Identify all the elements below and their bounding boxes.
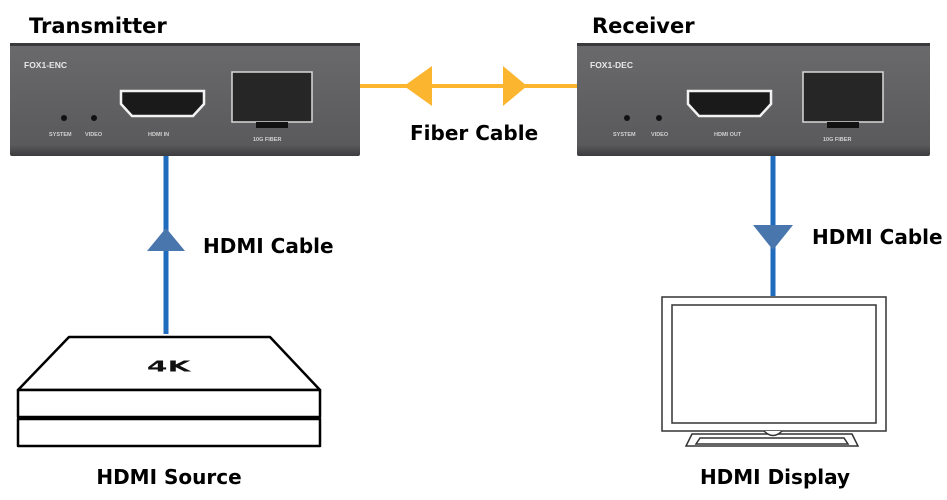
arrow-up-icon xyxy=(147,228,185,251)
receiver-model: FOX1-DEC xyxy=(590,60,633,70)
video-led-label: VIDEO xyxy=(85,132,103,138)
arrow-down-icon xyxy=(753,225,793,250)
hdmi-port-label: HDMI IN xyxy=(148,132,169,138)
system-led-label: SYSTEM xyxy=(49,132,72,138)
fiber-port-label: 10G FIBER xyxy=(823,137,851,143)
fiber-cable xyxy=(360,66,577,106)
hdmi-cable-right xyxy=(753,156,793,296)
system-led-label: SYSTEM xyxy=(613,132,636,138)
video-led-label: VIDEO xyxy=(651,132,669,138)
system-led-icon xyxy=(61,115,67,121)
hdmi-cable-left-label: HDMI Cable xyxy=(203,234,334,258)
hdmi-cable-left xyxy=(147,156,185,334)
fiber-port-label: 10G FIBER xyxy=(253,137,281,143)
fiber-cable-label: Fiber Cable xyxy=(410,121,538,145)
hdmi-source-label: HDMI Source xyxy=(96,465,241,489)
system-led-icon xyxy=(624,115,630,121)
receiver-device: FOX1-DEC SYSTEM VIDEO HDMI OUT 10G FIBER xyxy=(577,43,930,156)
hdmi-port-icon xyxy=(119,89,206,118)
transmitter-title: Transmitter xyxy=(29,14,167,38)
hdmi-source-device xyxy=(16,335,322,448)
receiver-title: Receiver xyxy=(592,14,695,38)
video-led-icon xyxy=(91,115,97,121)
transmitter-device: FOX1-ENC SYSTEM VIDEO HDMI IN 10G FIBER xyxy=(10,43,360,156)
transmitter-model: FOX1-ENC xyxy=(24,60,67,70)
hdmi-display-device xyxy=(661,296,887,447)
hdmi-port-label: HDMI OUT xyxy=(714,132,742,138)
video-led-icon xyxy=(656,115,662,121)
hdmi-port-icon xyxy=(686,89,773,118)
fiber-port-icon xyxy=(231,71,313,123)
hdmi-cable-right-label: HDMI Cable xyxy=(812,225,943,249)
arrow-left-icon xyxy=(404,66,432,106)
source-4k-badge: 4K xyxy=(147,357,193,375)
hdmi-display-label: HDMI Display xyxy=(700,465,850,489)
fiber-port-icon xyxy=(802,71,884,123)
arrow-right-icon xyxy=(503,66,527,106)
